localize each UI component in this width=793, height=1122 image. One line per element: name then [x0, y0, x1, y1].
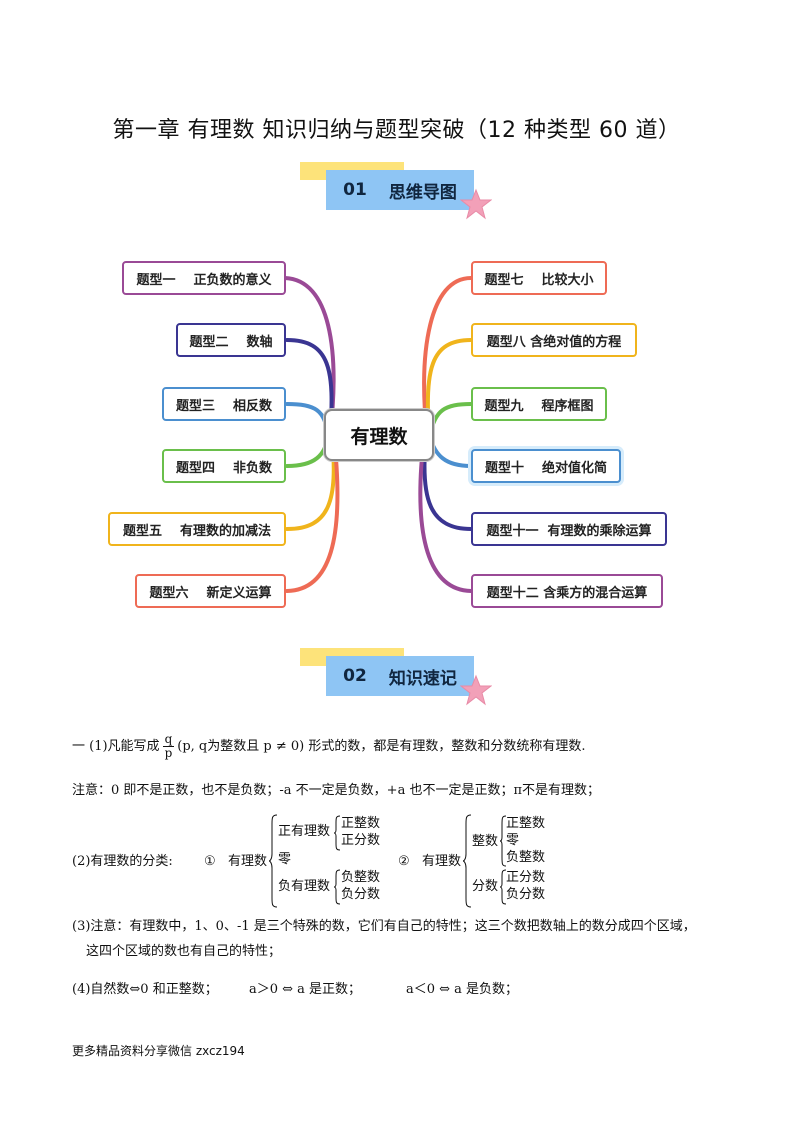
- class-negative-rational: 负有理数: [278, 879, 331, 894]
- class-positive-rational: 正有理数: [278, 824, 331, 839]
- branch-line: [285, 435, 330, 468]
- mindmap-node-type12: 题型十二 含乘方的混合运算: [471, 574, 663, 608]
- branch-line: [285, 402, 330, 437]
- class-int-zero: 零: [506, 833, 520, 848]
- note-text: 一 (1)凡能写成: [72, 739, 160, 754]
- classification-root-2: 有理数: [422, 854, 462, 869]
- mindmap-node-type9: 题型九 程序框图: [471, 387, 607, 421]
- page-title: 第一章 有理数 知识归纳与题型突破（12 种类型 60 道）: [112, 118, 681, 143]
- mindmap-node-type4: 题型四 非负数: [162, 449, 286, 483]
- class-int-pos: 正整数: [506, 816, 546, 831]
- section-number: 02: [343, 666, 367, 686]
- note-line-3-cont: 这四个区域的数也有自己的特性；: [86, 944, 282, 959]
- branch-line: [428, 435, 473, 468]
- section-banner: 01 思维导图: [326, 170, 474, 210]
- brace-icon: [499, 869, 507, 905]
- note-line-2: 注意：0 即不是正数，也不是负数；-a 不一定是负数，+a 也不一定是正数；π不…: [72, 783, 600, 798]
- class-neg-frac: 负分数: [341, 887, 381, 902]
- section-banner: 02 知识速记: [326, 656, 474, 696]
- fraction-numerator: q: [162, 732, 175, 747]
- mindmap-center-node: 有理数: [324, 409, 434, 461]
- classification-label: (2)有理数的分类:: [72, 854, 173, 869]
- class-neg-int: 负整数: [341, 870, 381, 885]
- branch-line: [422, 276, 473, 437]
- section-number: 01: [343, 180, 367, 200]
- note-text: (p, q为整数且 p ≠ 0) 形式的数，都是有理数，整数和分数统称有理数.: [177, 739, 586, 754]
- section-header-knowledge: 02 知识速记: [300, 648, 492, 706]
- brace-icon: [268, 814, 278, 908]
- class-integer: 整数: [472, 834, 499, 849]
- section-header-mindmap: 01 思维导图: [300, 162, 492, 220]
- mindmap-node-type11: 题型十一 有理数的乘除运算: [471, 512, 667, 546]
- class-int-neg: 负整数: [506, 850, 546, 865]
- class-fraction: 分数: [472, 879, 499, 894]
- mindmap-node-type3: 题型三 相反数: [162, 387, 286, 421]
- class-pos-int: 正整数: [341, 816, 381, 831]
- brace-icon: [462, 814, 472, 908]
- classification-mark-1: ①: [204, 854, 216, 869]
- mindmap-node-type10: 题型十 绝对值化简: [471, 449, 621, 483]
- class-frac-neg: 负分数: [506, 887, 546, 902]
- section-label: 思维导图: [388, 182, 457, 203]
- star-icon: [460, 674, 492, 706]
- note-line-3: (3)注意：有理数中，1、0、-1 是三个特殊的数，它们有自己的特性；这三个数把…: [72, 919, 696, 934]
- note-line-4a: (4)自然数⇔0 和正整数；: [72, 982, 218, 997]
- classification-root: 有理数: [228, 854, 268, 869]
- class-pos-frac: 正分数: [341, 833, 381, 848]
- class-zero: 零: [278, 852, 292, 867]
- note-line-4b: a＞0 ⇔ a 是正数；: [249, 982, 362, 997]
- mindmap-node-type2: 题型二 数轴: [176, 323, 286, 357]
- footer-note: 更多精品资料分享微信 zxcz194: [72, 1044, 245, 1058]
- mindmap-node-type7: 题型七 比较大小: [471, 261, 607, 295]
- star-icon: [460, 188, 492, 220]
- fraction-denominator: p: [164, 746, 173, 760]
- section-label: 知识速记: [388, 668, 457, 689]
- branch-line: [428, 402, 473, 437]
- mindmap-node-type8: 题型八 含绝对值的方程: [471, 323, 637, 357]
- brace-icon: [333, 869, 341, 905]
- branch-line: [285, 435, 340, 593]
- class-frac-pos: 正分数: [506, 870, 546, 885]
- classification-mark-2: ②: [398, 854, 410, 869]
- mindmap-node-type1: 题型一 正负数的意义: [122, 261, 286, 295]
- brace-icon: [333, 815, 341, 851]
- branch-line: [418, 435, 473, 593]
- note-line-4c: a＜0 ⇔ a 是负数；: [406, 982, 519, 997]
- mindmap-node-type5: 题型五 有理数的加减法: [108, 512, 286, 546]
- mindmap-connectors: [283, 276, 473, 593]
- brace-icon: [499, 815, 507, 867]
- mindmap-node-type6: 题型六 新定义运算: [135, 574, 286, 608]
